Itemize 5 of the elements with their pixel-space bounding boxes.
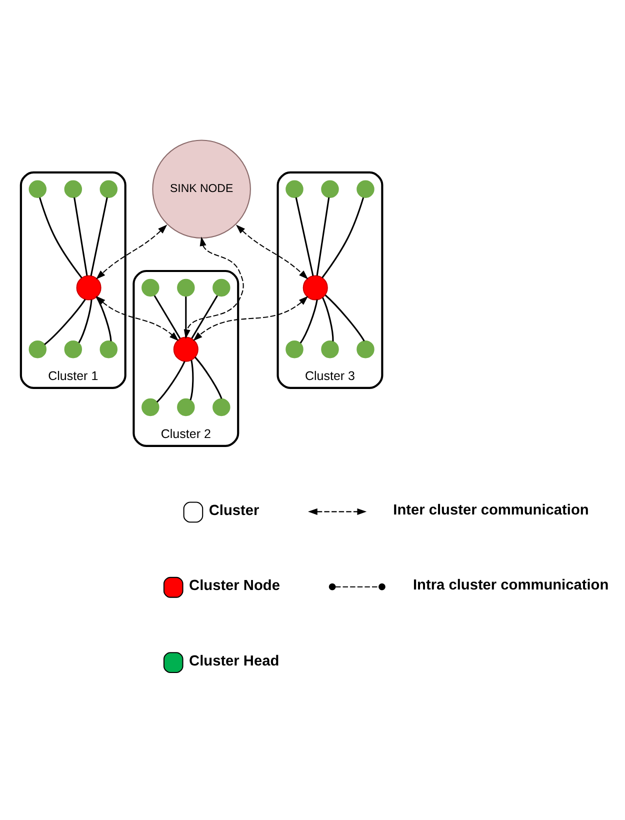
- legend-label: Cluster Head: [189, 652, 280, 669]
- legend-label: Cluster Node: [189, 578, 280, 594]
- legend-label: Cluster: [208, 502, 260, 519]
- legend-label: Intra cluster communication: [412, 577, 609, 594]
- legend-label: Inter cluster communication: [393, 502, 589, 518]
